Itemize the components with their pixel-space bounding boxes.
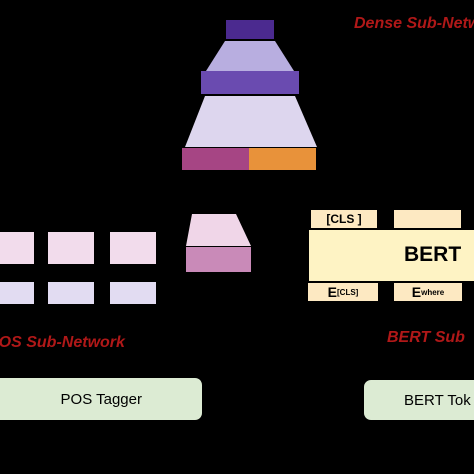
token-box-2 [394, 210, 461, 228]
pos-tagger-label: POS Tagger [60, 390, 142, 408]
where-embedding-sub: where [421, 287, 445, 297]
pos-embedding-box-3 [110, 282, 156, 304]
dense-subnetwork-stack [182, 20, 317, 170]
dense-lower-trapezoid [185, 96, 317, 147]
dense-middle-band [201, 71, 299, 94]
pos-embedding-box-1 [0, 282, 34, 304]
pos-token-box-3 [110, 232, 156, 264]
pos-aggregation-block [186, 214, 251, 272]
dense-upper-trapezoid [206, 41, 294, 71]
pos-aggregation-trapezoid [186, 214, 251, 246]
dense-top-layer [226, 20, 274, 39]
pos-subnetwork-heading: POS Sub-Network [0, 334, 125, 351]
bert-tokenizer-label: BERT Tok [404, 391, 471, 409]
cls-embedding-sub: [CLS] [337, 287, 359, 297]
pos-token-box-1 [0, 232, 34, 264]
bert-subnetwork-heading: BERT Sub [387, 329, 465, 346]
cls-embedding-main: E [327, 284, 337, 300]
bert-model-block [309, 230, 474, 281]
pos-embedding-box-2 [48, 282, 94, 304]
cls-token-box: [CLS ] [311, 210, 377, 228]
pos-tagger-block: POS Tagger [0, 378, 202, 420]
dense-subnetwork-heading: Dense Sub-Network [354, 15, 474, 32]
dense-concat-pos-part [182, 148, 249, 170]
where-embedding-main: E [411, 284, 422, 300]
pos-token-box-2 [48, 232, 94, 264]
dense-concat-bert-part [249, 148, 316, 170]
cls-embedding-box: E[CLS] [308, 283, 378, 301]
bert-tokenizer-block: BERT Tok [364, 380, 474, 420]
cls-token-label: [CLS ] [326, 212, 362, 226]
bert-label: BERT [404, 243, 462, 266]
pos-aggregation-base [186, 247, 251, 272]
